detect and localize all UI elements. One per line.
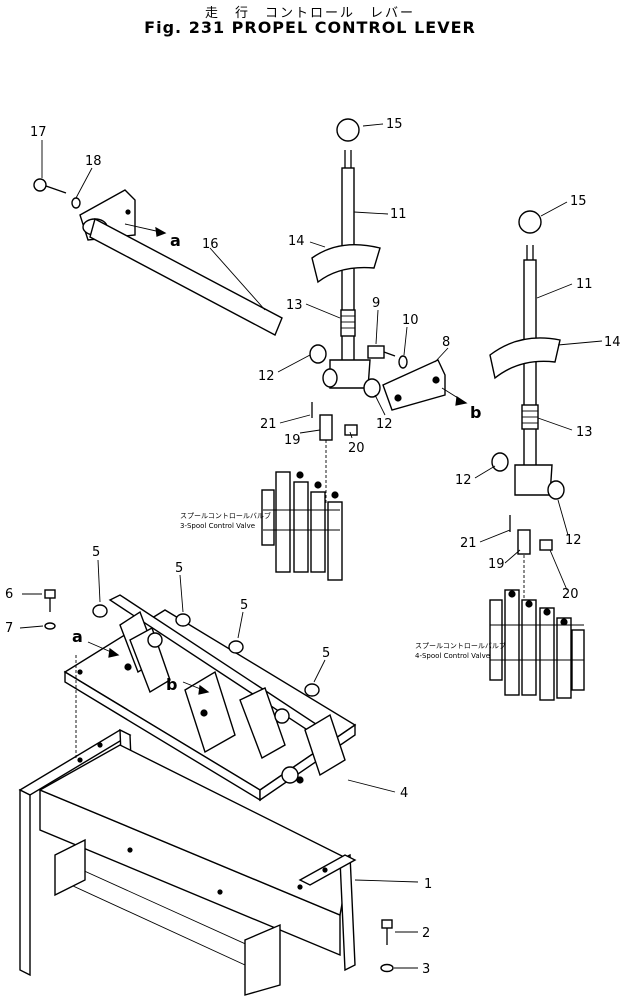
three-spool-note-jp: スプールコントロールバルブ <box>180 511 271 520</box>
callout-5c: 5 <box>240 598 248 613</box>
bushings <box>92 604 320 697</box>
callout-20b: 20 <box>562 587 579 602</box>
view-arrows <box>87 641 210 695</box>
frame-bolt <box>380 919 394 973</box>
callout-11a: 11 <box>390 207 407 222</box>
callout-4: 4 <box>400 786 408 801</box>
callout-15b: 15 <box>570 194 587 209</box>
callout-13a: 13 <box>286 298 303 313</box>
callout-3: 3 <box>422 962 430 977</box>
callout-21b: 21 <box>460 536 477 551</box>
figure-title-japanese: 走 行 コントロール レバー <box>204 6 415 21</box>
callout-19a: 19 <box>284 433 301 448</box>
callout-1: 1 <box>424 877 432 892</box>
four-spool-note-jp: スプールコントロールバルブ <box>415 641 506 650</box>
callout-5d: 5 <box>322 646 330 661</box>
callout-20a: 20 <box>348 441 365 456</box>
callout-2: 2 <box>422 926 430 941</box>
callout-13b: 13 <box>576 425 593 440</box>
callout-9: 9 <box>372 296 380 311</box>
callout-19b: 19 <box>488 557 505 572</box>
main-frame <box>18 728 357 996</box>
callout-8: 8 <box>442 335 450 350</box>
view-letter-b-bottom: b <box>166 675 177 694</box>
lever-assembly-right <box>489 210 585 701</box>
callout-16: 16 <box>202 237 219 252</box>
callout-18: 18 <box>85 154 102 169</box>
callout-12a: 12 <box>258 369 275 384</box>
view-letter-b-top: b <box>470 403 481 422</box>
callout-14a: 14 <box>288 234 305 249</box>
view-letter-labels: a a b b <box>72 231 481 694</box>
callout-12b: 12 <box>376 417 393 432</box>
callout-21a: 21 <box>260 417 277 432</box>
callout-15a: 15 <box>386 117 403 132</box>
callout-7: 7 <box>5 621 13 636</box>
callout-11b: 11 <box>576 277 593 292</box>
lever-assembly-left <box>261 118 468 581</box>
four-spool-note-en: 4-Spool Control Valve <box>415 652 490 660</box>
callout-6: 6 <box>5 587 13 602</box>
view-letter-a-bottom: a <box>72 627 83 646</box>
three-spool-note-en: 3-Spool Control Valve <box>180 522 255 530</box>
valve-notes: スプールコントロールバルブ 3-Spool Control Valve スプール… <box>180 511 506 660</box>
callout-17: 17 <box>30 125 47 140</box>
shaft-assembly <box>33 178 283 336</box>
leader-lines <box>19 123 603 969</box>
bracket-plate <box>63 594 357 802</box>
callout-labels: 1 2 3 4 5 5 5 5 6 7 8 9 10 11 11 12 12 1… <box>5 117 620 977</box>
view-letter-a-top: a <box>170 231 181 250</box>
mounting-bolt <box>44 589 77 760</box>
callout-14b: 14 <box>604 335 620 350</box>
callout-12c: 12 <box>455 473 472 488</box>
callout-12d: 12 <box>565 533 582 548</box>
figure-title: Fig. 231 PROPEL CONTROL LEVER <box>144 18 476 37</box>
callout-5b: 5 <box>175 561 183 576</box>
callout-10: 10 <box>402 313 419 328</box>
callout-5a: 5 <box>92 545 100 560</box>
